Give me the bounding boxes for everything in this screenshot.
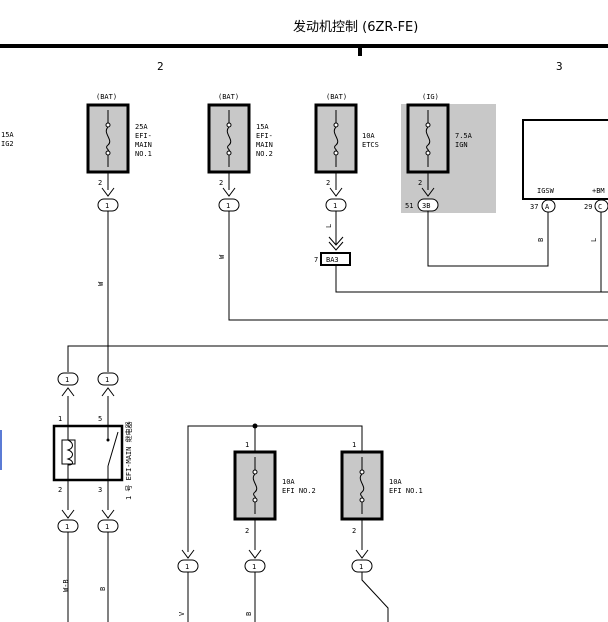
svg-text:(BAT): (BAT) xyxy=(326,93,347,101)
fuse-etcs: (BAT) 10A ETCS 2 1 xyxy=(314,93,379,212)
svg-text:EFI NO.1: EFI NO.1 xyxy=(389,487,423,495)
svg-text:W: W xyxy=(97,281,105,286)
svg-text:MAIN: MAIN xyxy=(135,141,152,149)
svg-text:2: 2 xyxy=(352,527,356,535)
svg-text:1: 1 xyxy=(65,523,69,531)
lower-connectors: 1 1 1 xyxy=(177,559,373,573)
svg-text:2: 2 xyxy=(58,486,62,494)
svg-text:B: B xyxy=(245,612,253,616)
svg-text:10A: 10A xyxy=(389,478,402,486)
svg-text:1: 1 xyxy=(105,202,109,210)
svg-text:5: 5 xyxy=(98,415,102,423)
svg-text:EFI NO.2: EFI NO.2 xyxy=(282,487,316,495)
svg-text:1: 1 xyxy=(105,523,109,531)
svg-text:IGSW: IGSW xyxy=(537,187,555,195)
svg-text:37: 37 xyxy=(530,203,538,211)
svg-text:3: 3 xyxy=(98,486,102,494)
svg-text:25A: 25A xyxy=(135,123,148,131)
svg-text:29: 29 xyxy=(584,203,592,211)
svg-text:W-B: W-B xyxy=(62,579,70,592)
fuse-efi-no1: 10A EFI NO.1 xyxy=(340,450,423,521)
ecm-box: IGSW +BM 37 A 29 C xyxy=(522,119,608,213)
left-edge-mark xyxy=(0,430,2,470)
fuse-efi-main-2: (BAT) 15A EFI- MAIN NO.2 2 1 xyxy=(207,93,273,212)
column-3-label: 3 xyxy=(556,60,563,73)
svg-text:1: 1 xyxy=(359,563,363,571)
svg-text:2: 2 xyxy=(418,179,422,187)
svg-text:15A: 15A xyxy=(256,123,269,131)
wire-ign-igsw xyxy=(427,211,549,267)
svg-text:NO.2: NO.2 xyxy=(256,150,273,158)
column-2-label: 2 xyxy=(157,60,164,73)
svg-text:BA3: BA3 xyxy=(326,256,339,264)
svg-text:1: 1 xyxy=(245,441,249,449)
svg-text:7.5A: 7.5A xyxy=(455,132,473,140)
svg-text:L: L xyxy=(590,238,598,242)
fuse-efi-no2: 10A EFI NO.2 xyxy=(233,450,316,521)
svg-text:(IG): (IG) xyxy=(422,93,439,101)
relay-efi-main-1: 1 号 EFI-MAIN 继电器 xyxy=(52,421,133,500)
svg-text:1: 1 xyxy=(352,441,356,449)
svg-text:3B: 3B xyxy=(422,202,430,210)
svg-text:+BM: +BM xyxy=(592,187,605,195)
svg-text:1: 1 xyxy=(185,563,189,571)
svg-text:MAIN: MAIN xyxy=(256,141,273,149)
svg-text:EFI-: EFI- xyxy=(135,132,152,140)
wire-efi-main-2 xyxy=(228,211,608,321)
fuse-source: (BAT) xyxy=(96,93,117,101)
svg-text:1: 1 xyxy=(226,202,230,210)
svg-text:10A: 10A xyxy=(282,478,295,486)
svg-text:ETCS: ETCS xyxy=(362,141,379,149)
svg-text:NO.1: NO.1 xyxy=(135,150,152,158)
relay-label: 1 号 EFI-MAIN 继电器 xyxy=(124,421,133,500)
fuse-ign: (IG) 7.5A IGN 2 3B 51 xyxy=(405,93,473,212)
svg-text:A: A xyxy=(545,203,550,211)
svg-text:L: L xyxy=(325,224,333,228)
left-fuse-name: IG2 xyxy=(1,140,14,148)
svg-text:B: B xyxy=(537,238,545,242)
svg-text:V: V xyxy=(178,611,186,616)
svg-text:IGN: IGN xyxy=(455,141,468,149)
svg-text:1: 1 xyxy=(65,376,69,384)
svg-text:C: C xyxy=(598,203,602,211)
svg-text:2: 2 xyxy=(98,179,102,187)
svg-text:1: 1 xyxy=(252,563,256,571)
diagram-title: 发动机控制 (6ZR-FE) xyxy=(293,19,418,35)
left-fuse-rating: 15A xyxy=(1,131,14,139)
svg-text:1: 1 xyxy=(333,202,337,210)
bus-line xyxy=(67,345,608,372)
svg-text:(BAT): (BAT) xyxy=(218,93,239,101)
svg-text:1: 1 xyxy=(58,415,62,423)
svg-text:2: 2 xyxy=(326,179,330,187)
svg-text:7: 7 xyxy=(314,256,318,264)
relay-connectors-bottom: 2 3 1 1 W-B B xyxy=(57,480,119,622)
svg-text:1: 1 xyxy=(105,376,109,384)
wire-lower-bus xyxy=(187,425,363,552)
svg-text:10A: 10A xyxy=(362,132,375,140)
fuse-efi-main-1: (BAT) 25A EFI- MAIN NO.1 2 1 xyxy=(86,93,152,212)
svg-text:51: 51 xyxy=(405,202,413,210)
svg-text:EFI-: EFI- xyxy=(256,132,273,140)
relay-connectors-top: 1 1 1 5 xyxy=(57,372,119,426)
svg-text:2: 2 xyxy=(245,527,249,535)
svg-text:B: B xyxy=(99,587,107,591)
svg-text:W: W xyxy=(218,254,226,259)
svg-text:2: 2 xyxy=(219,179,223,187)
